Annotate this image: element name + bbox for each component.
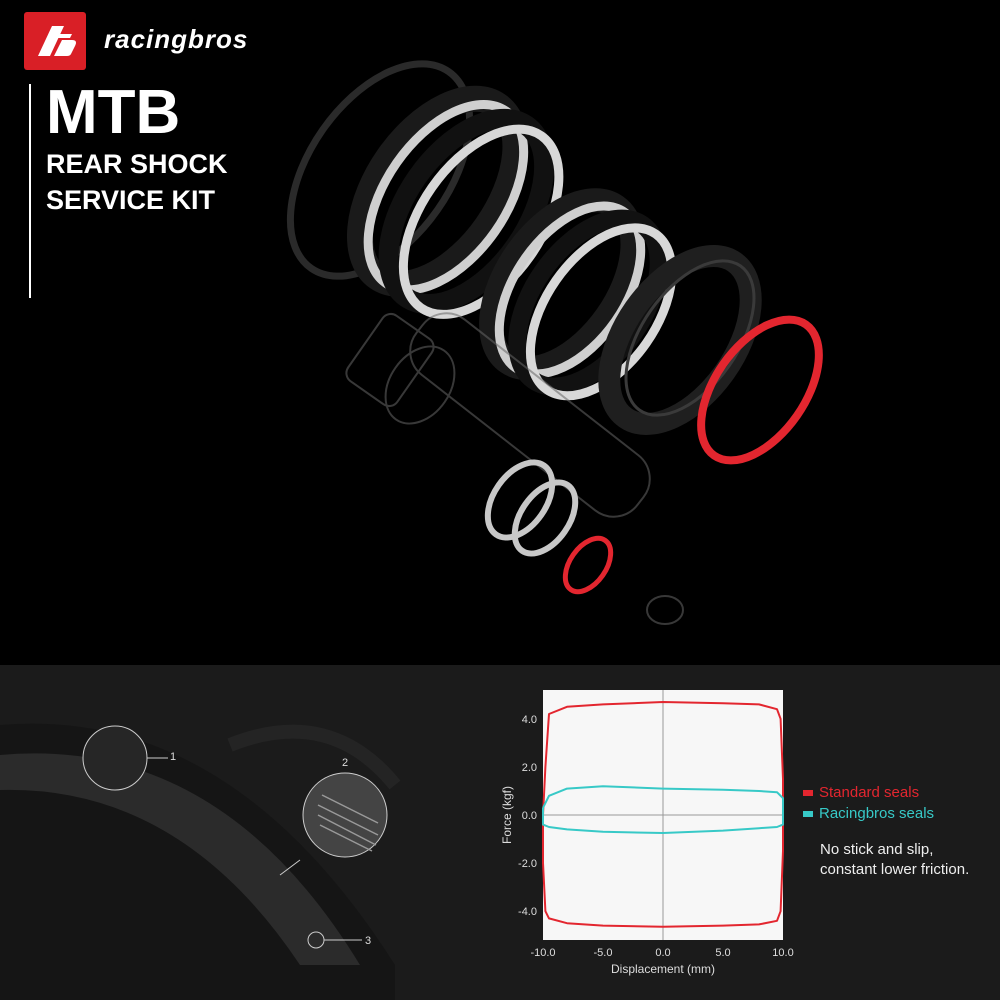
x-axis-label: Displacement (mm) — [611, 962, 715, 976]
legend-label-standard: Standard seals — [819, 784, 920, 801]
x-tick-label: 10.0 — [772, 947, 793, 959]
callout-3: 3 — [365, 935, 372, 947]
legend-racingbros: Racingbros seals — [803, 805, 934, 822]
callout-1: 1 — [170, 751, 177, 763]
series-line-0 — [542, 701, 784, 928]
x-tick-label: 0.0 — [655, 947, 670, 959]
brand-name: racingbros — [104, 24, 249, 54]
shock-body — [345, 312, 684, 625]
hero-section: racingbros MTB REAR SHOCK SERVICE KIT — [24, 12, 823, 625]
note-line2: constant lower friction. — [820, 861, 970, 878]
y-tick-label: -4.0 — [518, 906, 537, 918]
legend-swatch-red — [803, 790, 813, 797]
page-subtitle-line1: REAR SHOCK — [46, 149, 228, 179]
legend-standard: Standard seals — [803, 784, 919, 801]
legend-label-racingbros: Racingbros seals — [819, 805, 935, 822]
y-tick-label: 0.0 — [522, 810, 537, 822]
friction-chart: 4.0 2.0 0.0 -2.0 -4.0 -10.0 -5.0 0.0 5.0 10.0Disp… — [500, 690, 794, 976]
seal-cross-section-illustration — [0, 723, 401, 1000]
y-tick-label: 2.0 — [522, 762, 537, 774]
legend-swatch-teal — [803, 811, 813, 818]
note-line1: No stick and slip, — [820, 841, 934, 858]
y-axis-label: Force (kgf) — [500, 786, 514, 844]
callout-2: 2 — [342, 757, 349, 769]
page-subtitle-line2: SERVICE KIT — [46, 185, 216, 215]
x-tick-label: -5.0 — [594, 947, 613, 959]
title-divider — [29, 84, 31, 298]
seal-kit-illustration — [286, 60, 823, 625]
friction-note: No stick and slip, constant lower fricti… — [820, 840, 969, 880]
x-tick-label: 5.0 — [715, 947, 730, 959]
detail-section: 1 2 3 4.0 2.0 0.0 -2.0 -4.0 -10.0 -5.0 0.0 5.0 10… — [0, 665, 1000, 1000]
y-tick-label: 4.0 — [522, 714, 537, 726]
y-tick-label: -2.0 — [518, 858, 537, 870]
page-title: MTB — [46, 78, 181, 147]
rb-logo-icon — [24, 12, 86, 70]
x-tick-label: -10.0 — [530, 947, 555, 959]
series-line-1 — [542, 785, 784, 834]
